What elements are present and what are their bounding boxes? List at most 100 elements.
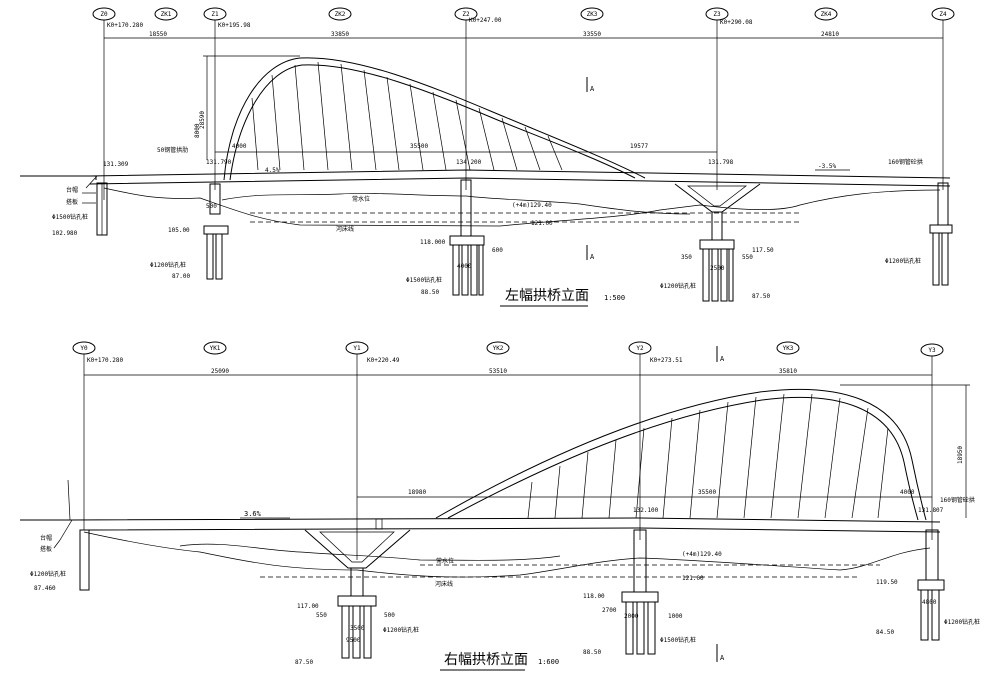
deck-bottom [89,177,951,187]
svg-text:Z0: Z0 [100,11,108,18]
label-y2-elev: 132.100 [633,507,659,514]
label-y2-bot: 88.50 [583,649,601,656]
deck-dim-2: 35500 [410,143,428,150]
label-z2-pile: Φ1500钻孔桩 [406,276,442,284]
svg-text:A: A [720,355,725,363]
label-water-2: (+4m)129.40 [512,202,552,209]
svg-text:Y1: Y1 [353,345,361,352]
label-left-bot-b: 87.460 [34,585,56,592]
svg-text:A: A [590,85,595,93]
deck-dim-1: 4000 [232,143,247,150]
label-water-b1: 常水位 [436,557,454,565]
axis-bubble-z4: Z4 [931,7,955,21]
section-mark-a-top-1: A [586,77,595,93]
axis-bubble-yk3: YK3 [776,341,800,355]
label-z1-pile: Φ1200钻孔桩 [150,261,186,269]
label-abut-1: 台帽 [66,186,78,194]
label-y2-top: 118.00 [583,593,605,600]
z3-v-pier [674,183,761,213]
axis-bubble-zk3: ZK3 [580,7,604,21]
deck-dim-b1: 18980 [408,489,426,496]
label-dim-2700-b: 2700 [602,607,617,614]
label-water-b3: 121.00 [682,575,704,582]
z2-cap [449,235,485,246]
axis-bubble-zk1: ZK1 [154,7,178,21]
arch-rib-inner-b [447,396,919,521]
deck-dim-b2: 35500 [698,489,716,496]
arch-rib-inner [229,64,636,181]
section-mark-a-bottom-1: A [716,346,725,363]
label-bed: 河床线 [336,225,354,233]
svg-text:A: A [720,654,725,662]
label-y3-pile: Φ1200钻孔桩 [944,618,980,626]
deck-top-b [69,517,941,523]
label-y3-top: 119.50 [876,579,898,586]
svg-text:Y0: Y0 [80,345,88,352]
z1-cap [203,225,229,235]
axis-bubble-yk2: YK2 [486,341,510,355]
label-z3-pile: Φ1200钻孔桩 [660,282,696,290]
deck-bottom-b [83,527,941,533]
label-y3-note: 160钢管砼拱 [940,496,975,504]
axis-bubble-y2: Y2 [628,341,652,355]
riverbed-line [103,187,941,227]
arch-height-dim: 28590 [199,111,206,129]
label-left-elev: 131.309 [103,161,129,168]
label-y1-pile: Φ1200钻孔桩 [383,626,419,634]
axis-bubble-y1: Y1 [345,341,369,355]
label-abut-2: 搭板 [66,198,78,206]
y1-cap [337,595,377,607]
label-z4-pile: Φ1200钻孔桩 [885,257,921,265]
label-z1-bot: 87.00 [172,273,190,280]
svg-text:YK3: YK3 [783,345,794,352]
label-y1-bot: 87.50 [295,659,313,666]
top-view-title: 左幅拱桥立面 [505,288,589,304]
deck-dim-b3: 4000 [900,489,915,496]
label-dim-3500-b: 3500 [350,625,365,632]
axis-bubble-zk4: ZK4 [814,7,838,21]
svg-text:Z3: Z3 [713,11,721,18]
label-z2-elev: 134.200 [456,159,482,166]
bottom-view-scale: 1:600 [538,658,559,666]
svg-text:ZK4: ZK4 [821,11,832,18]
station-z0: K0+170.280 [107,22,144,29]
station-z1: K0+195.98 [218,22,251,29]
station-y0: K0+170.280 [87,357,124,364]
label-y2-pile: Φ1500钻孔桩 [660,636,696,644]
section-mark-a-top-2: A [586,245,595,261]
label-z1-top: 105.00 [168,227,190,234]
arch-rib-outer-b [435,388,927,521]
label-z3-top: 117.50 [752,247,774,254]
top-view-scale: 1:500 [604,294,625,302]
svg-text:Y3: Y3 [928,347,936,354]
label-left-pile: Φ1500钻孔桩 [52,213,88,221]
label-h-8000: 8000 [194,123,201,138]
span-dim-3: 33550 [583,31,601,38]
label-abut-b1: 台帽 [40,534,52,542]
label-dim-500-b: 500 [384,612,395,619]
z3-pier [711,211,723,241]
label-dim-550: 550 [742,254,753,261]
y1-pier [350,567,364,597]
span-dim-b2: 53510 [489,368,507,375]
y0-abutment [79,529,90,591]
deck-dim-3: 19577 [630,143,648,150]
label-z2-bot: 88.50 [421,289,439,296]
grade-right: -3.5% [818,163,836,170]
svg-text:YK2: YK2 [493,345,504,352]
label-z1-elev: 131.790 [206,159,232,166]
top-elevation-view: Z0 ZK1 Z1 ZK2 Z2 ZK3 Z3 ZK4 Z4 K0+170.28… [20,7,955,307]
bottom-view-title: 右幅拱桥立面 [444,652,528,668]
label-water-b2: (+4m)129.40 [682,551,722,558]
axis-bubble-yk1: YK1 [203,341,227,355]
label-dim-500: 500 [206,203,217,210]
label-dim-1000-b: 1000 [668,613,683,620]
station-z2: K0+247.00 [469,17,502,24]
station-y1: K0+220.49 [367,357,400,364]
label-dim-2000-b: 2000 [624,613,639,620]
label-y1-top: 117.00 [297,603,319,610]
arch-height-dim-b: 18950 [957,446,964,464]
axis-bubble-z0: Z0 [92,7,116,21]
span-dim-4: 24810 [821,31,839,38]
label-water-3: 121.00 [531,220,553,227]
